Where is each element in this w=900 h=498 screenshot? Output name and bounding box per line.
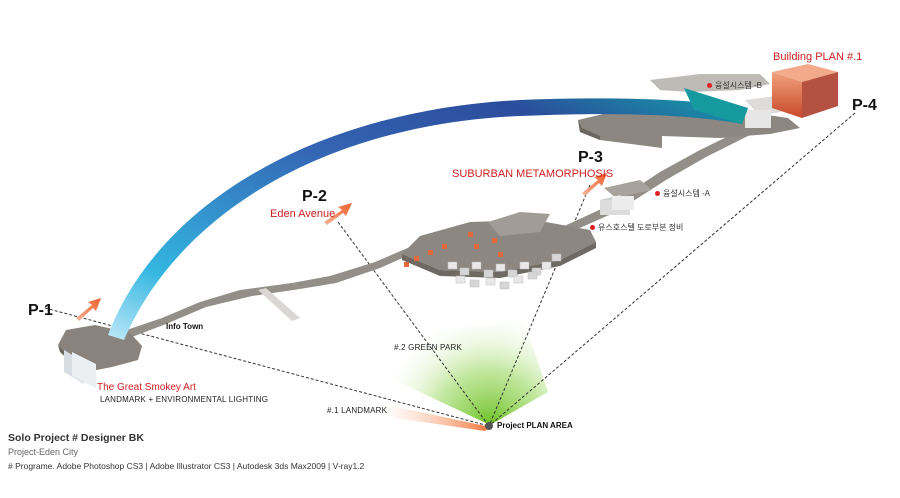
road-segment-mid — [292, 247, 414, 289]
landmark-lighting-label: LANDMARK + ENVIRONMENTAL LIGHTING — [100, 395, 269, 404]
red-dot-icon — [707, 83, 712, 89]
plaza-strip — [258, 288, 300, 321]
sight-line-p2 — [337, 221, 490, 427]
viewpoint-label-p2: P-2 — [302, 188, 327, 205]
district-building-block — [483, 269, 494, 278]
road-segment-west — [118, 283, 300, 340]
central-district — [402, 212, 596, 278]
landmark-zone — [378, 403, 490, 431]
project-plan-area-label: Project PLAN AREA — [497, 421, 573, 430]
arc-end-teal — [684, 88, 748, 124]
viewpoint-label-p1: P-1 — [28, 302, 53, 319]
suburban-metamorphosis-label: SUBURBAN METAMORPHOSIS — [452, 168, 614, 180]
district-building-block — [485, 277, 496, 286]
arrow-p2 — [324, 203, 352, 225]
viewpoint-arrows — [76, 173, 607, 321]
district-building-block — [513, 275, 524, 284]
sight-line-p3 — [488, 184, 591, 427]
district-highlight-block — [492, 238, 497, 243]
landmark-1-label: #.1 LANDMARK — [327, 406, 388, 415]
district-highlight-block — [474, 244, 479, 249]
sight-line-p4 — [488, 112, 856, 427]
district-highlight-block — [468, 232, 473, 237]
eden-avenue-label: Eden Avenue — [270, 208, 336, 220]
footer-subtitle: Project-Eden City — [8, 447, 79, 457]
info-town-label: Info Town — [166, 322, 204, 331]
system-a-label: 융설시스템 -A — [663, 189, 711, 198]
district-building-block — [471, 261, 482, 270]
district-highlight-block — [428, 250, 433, 255]
district-building-block — [551, 253, 562, 262]
district-building-block — [499, 281, 510, 290]
district-building-block — [519, 261, 530, 270]
project-plan-area-marker — [485, 422, 493, 430]
footer-programs: # Programe. Adobe Photoshop CS3 | Adobe … — [8, 461, 365, 471]
system-a-note: 융설시스템 -A — [655, 188, 710, 199]
system-b-note: 융설시스템 -B — [707, 80, 762, 91]
p1-platform — [58, 325, 142, 388]
district-highlight-block — [404, 262, 409, 267]
arrow-p3 — [582, 173, 607, 196]
district-building-block — [469, 279, 480, 288]
district-highlight-block — [414, 256, 419, 261]
district-building-block — [459, 267, 470, 276]
footer-title: Solo Project # Designer BK — [8, 432, 144, 444]
green-park-zone — [390, 322, 548, 425]
district-highlight-block — [442, 244, 447, 249]
district-building-block — [495, 263, 506, 272]
viewpoint-label-p3: P-3 — [578, 149, 603, 166]
district-building-block — [455, 275, 466, 284]
smokey-art-label: The Great Smokey Art — [97, 382, 196, 393]
p3-buildings — [600, 180, 652, 215]
district-building-block — [527, 271, 538, 280]
district-highlight-block — [498, 252, 503, 257]
green-park-label: #.2 GREEN PARK — [394, 343, 463, 352]
district-building-block — [541, 261, 552, 270]
district-building-block — [447, 261, 458, 270]
east-platform — [578, 74, 800, 148]
red-dot-icon — [590, 225, 595, 231]
building-plan-label: Building PLAN #.1 — [773, 51, 863, 63]
road-system-note: 유스호스텔 도로부분 정비 — [590, 222, 683, 233]
arrow-p1 — [76, 298, 101, 321]
road-system-label: 유스호스텔 도로부분 정비 — [598, 223, 684, 232]
viewpoint-label-p4: P-4 — [852, 97, 877, 114]
district-building-block — [507, 269, 518, 278]
system-b-label: 융설시스템 -B — [715, 81, 763, 90]
building-plan-1-block — [772, 64, 838, 118]
red-dot-icon — [655, 191, 660, 197]
